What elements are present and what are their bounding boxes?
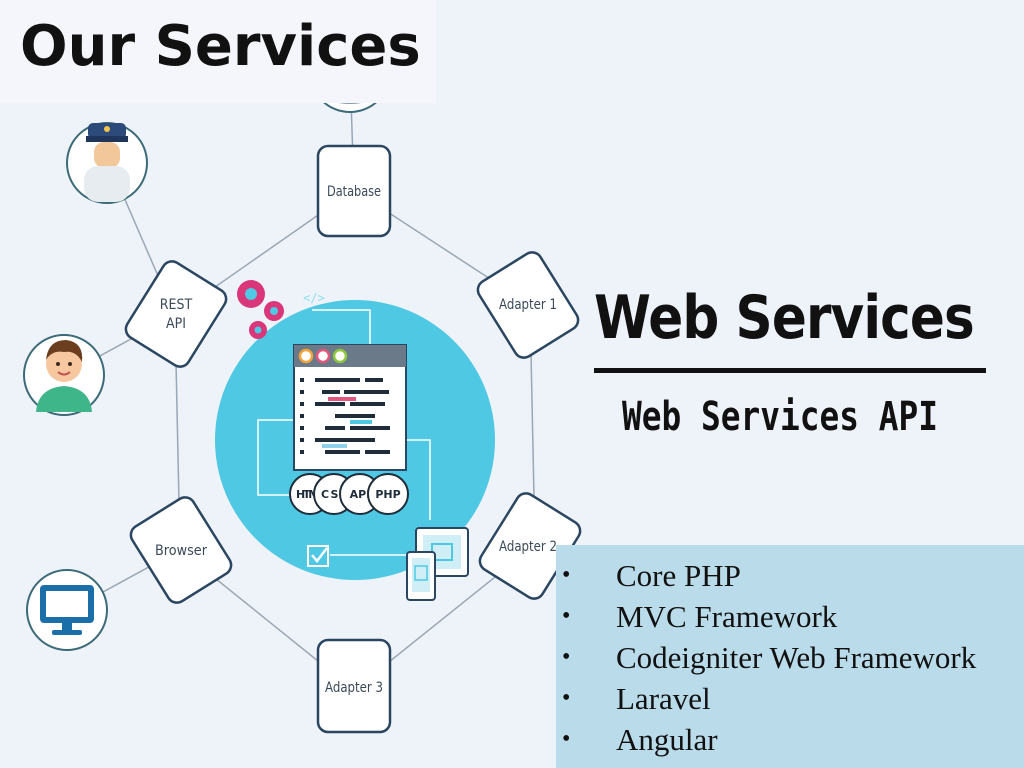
- heading-underline: [594, 368, 986, 373]
- monitor-icon: [26, 569, 108, 651]
- title-box: Our Services: [0, 0, 436, 103]
- gear-icon: [237, 280, 284, 339]
- bullet: •: [562, 685, 571, 711]
- rest-api-label-1: REST: [160, 297, 193, 313]
- service-label: MVC Framework: [616, 599, 838, 634]
- checkbox-icon: [307, 545, 329, 567]
- node-adapter-1: [476, 251, 580, 359]
- svg-text:Database: Database: [327, 184, 381, 200]
- rest-api-label-2: API: [166, 316, 186, 332]
- services-list: • Core PHP • MVC Framework • Codeigniter…: [556, 555, 1024, 760]
- bullet: •: [562, 562, 571, 588]
- adapter-2-label: Adapter 2: [499, 539, 557, 555]
- list-item: • MVC Framework: [556, 596, 1024, 637]
- adapter-1-label: Adapter 1: [499, 297, 557, 313]
- services-box: • Core PHP • MVC Framework • Codeigniter…: [556, 545, 1024, 768]
- node-rest-api: [124, 260, 228, 368]
- user-avatar-icon: [23, 334, 105, 416]
- bullet: •: [562, 603, 571, 629]
- service-label: Codeigniter Web Framework: [616, 640, 977, 675]
- svg-text:API: API: [350, 488, 371, 501]
- web-services-heading: Web Services: [594, 283, 975, 353]
- node-browser: [129, 496, 233, 604]
- browser-label: Browser: [155, 543, 208, 559]
- list-item: • Laravel: [556, 678, 1024, 719]
- list-item: • Angular: [556, 719, 1024, 760]
- bullet: •: [562, 644, 571, 670]
- devices-icon: [406, 527, 469, 601]
- node-adapter-3: Adapter 3: [316, 638, 392, 734]
- chip-php: PHP: [367, 473, 409, 515]
- svg-text:PHP: PHP: [375, 488, 400, 501]
- service-label: Core PHP: [616, 558, 741, 593]
- policeman-avatar-icon: [66, 122, 148, 204]
- node-database: Database: [316, 144, 392, 238]
- service-label: Laravel: [616, 681, 711, 716]
- web-services-api-subheading: Web Services API: [622, 394, 938, 440]
- slide-title: Our Services: [20, 14, 421, 79]
- code-tag-icon: </>: [303, 291, 325, 305]
- list-item: • Codeigniter Web Framework: [556, 637, 1024, 678]
- service-label: Angular: [616, 722, 718, 757]
- circuit-lines: [257, 309, 431, 556]
- list-item: • Core PHP: [556, 555, 1024, 596]
- bullet: •: [562, 726, 571, 752]
- tech-chips: HTML CSS API PHP: [289, 473, 409, 515]
- code-window-icon: [293, 344, 407, 471]
- svg-text:Adapter 3: Adapter 3: [325, 680, 383, 696]
